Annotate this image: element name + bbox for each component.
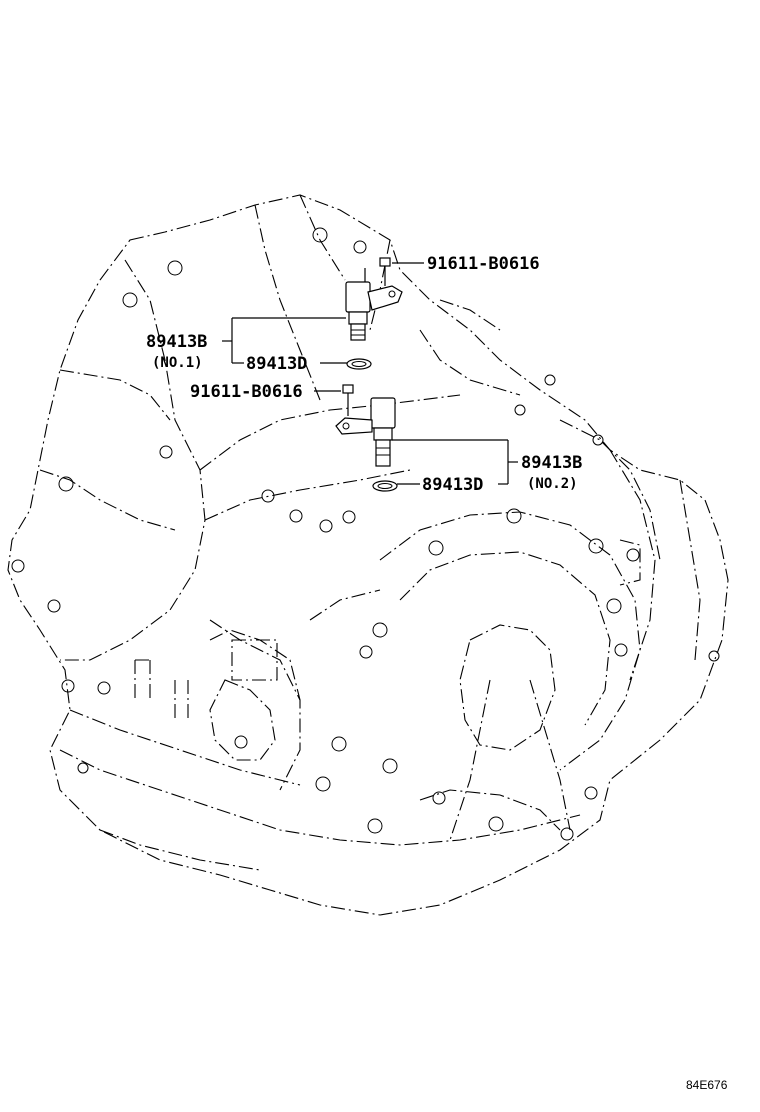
bolt-top bbox=[379, 257, 424, 286]
speed-sensor-no1 bbox=[345, 268, 403, 370]
sensor-no1-ring-label: 89413D bbox=[246, 354, 307, 374]
sensor-no2-part-label: 89413B bbox=[521, 453, 582, 473]
leader-lines bbox=[222, 317, 518, 485]
sensor-no1-sub-label: (NO.1) bbox=[152, 355, 203, 371]
sensor-no1-part-label: 89413B bbox=[146, 332, 207, 352]
transmission-housing bbox=[7, 194, 729, 916]
diagram-code: 84E676 bbox=[686, 1078, 728, 1092]
sensor-no2-ring-label: 89413D bbox=[422, 475, 483, 495]
sensor-no2-sub-label: (NO.2) bbox=[527, 476, 578, 492]
bolt-mid-label: 91611-B0616 bbox=[190, 382, 303, 402]
speed-sensor-no2 bbox=[335, 397, 398, 492]
bolt-mid bbox=[314, 384, 354, 416]
bolt-top-label: 91611-B0616 bbox=[427, 254, 540, 274]
